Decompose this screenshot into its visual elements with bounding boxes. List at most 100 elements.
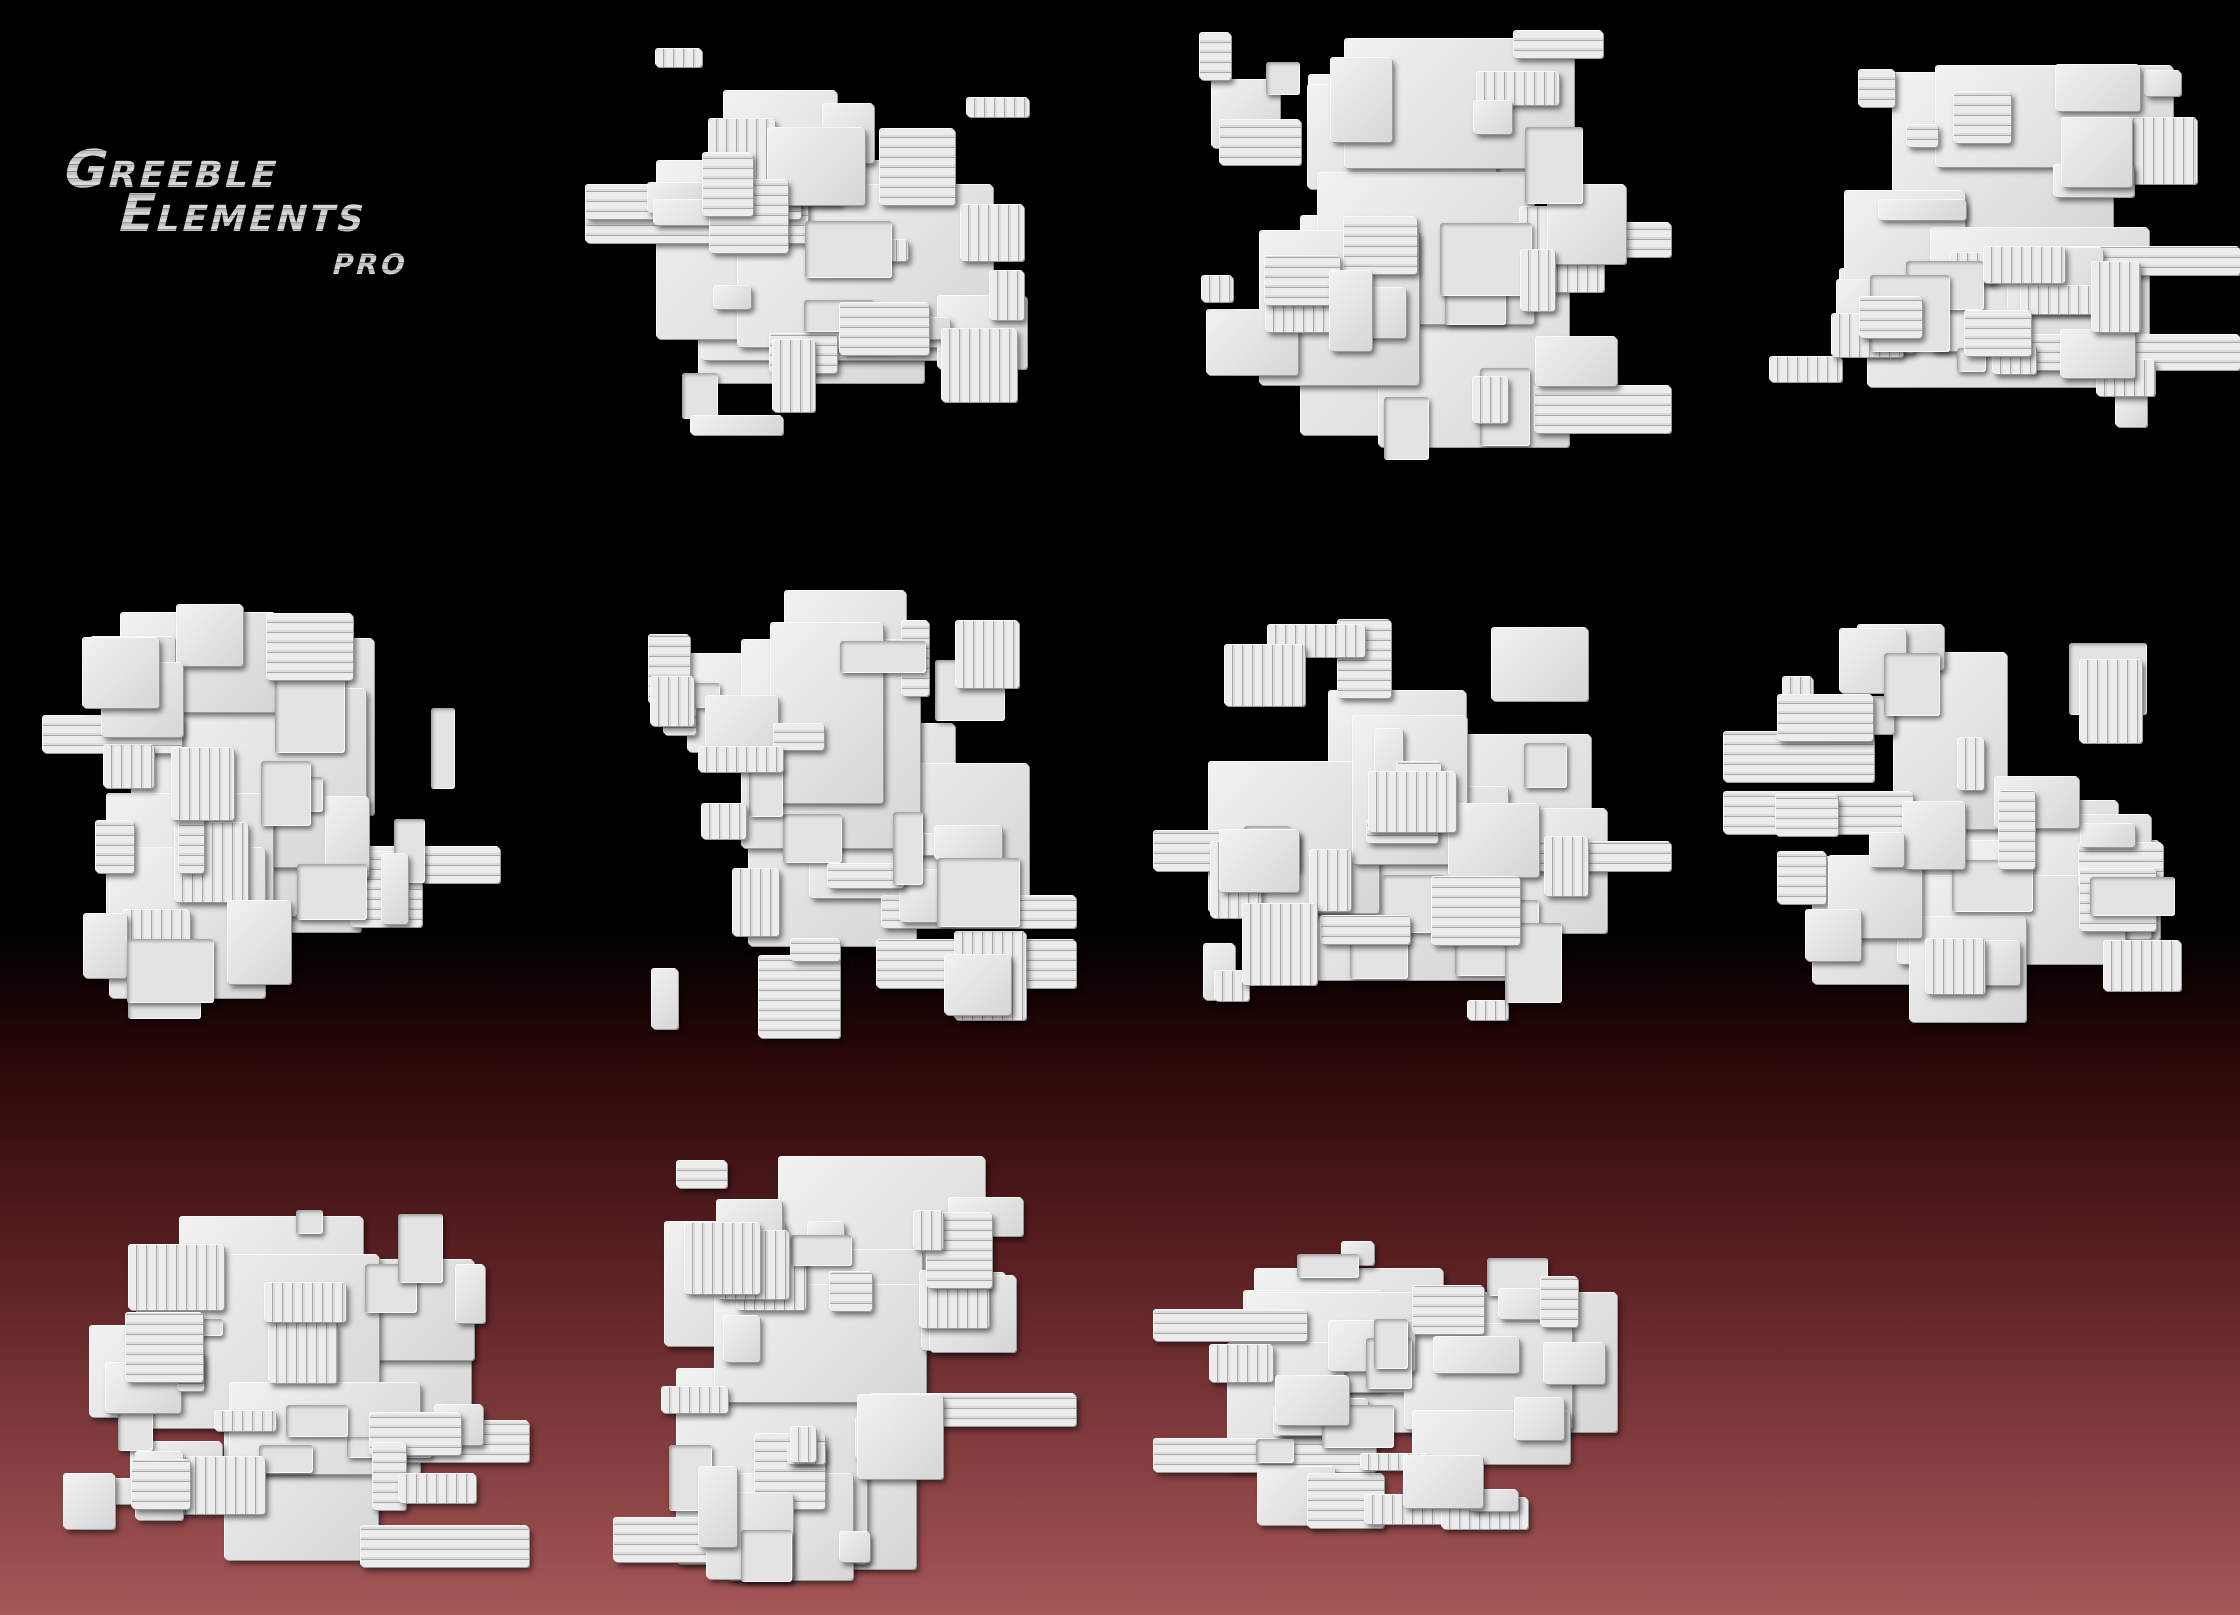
greeble-panel xyxy=(125,1313,203,1382)
greeble-panel xyxy=(266,614,353,681)
greeble-panel xyxy=(839,302,930,356)
greeble-panel xyxy=(893,812,924,885)
greeble-element-6 xyxy=(1154,586,1671,1057)
greeble-panel xyxy=(1954,92,2011,143)
greeble-panel xyxy=(1477,72,1560,106)
greeble-panel xyxy=(1983,247,2065,283)
greeble-panel xyxy=(1536,337,1617,386)
greeble-element-7 xyxy=(1724,586,2236,1050)
greeble-panel xyxy=(1219,830,1299,893)
greeble-panel xyxy=(1926,938,1986,994)
greeble-panel xyxy=(382,853,409,924)
greeble-panel xyxy=(1513,31,1603,59)
greeble-panel xyxy=(1297,1253,1359,1278)
greeble-panel xyxy=(177,1457,266,1515)
greeble-panel xyxy=(698,746,784,772)
greeble-panel xyxy=(172,747,235,821)
greeble-panel xyxy=(1309,849,1351,911)
greeble-panel xyxy=(1369,772,1457,832)
greeble-panel xyxy=(127,939,214,1003)
greeble-panel xyxy=(274,666,346,753)
greeble-panel xyxy=(1265,62,1301,96)
greeble-panel xyxy=(1219,119,1301,166)
greeble-panel xyxy=(914,1211,943,1251)
greeble-element-4 xyxy=(43,569,500,1071)
greeble-panel xyxy=(790,939,840,961)
greeble-panel xyxy=(285,1405,349,1437)
greeble-panel xyxy=(1264,256,1341,305)
greeble-panel xyxy=(804,220,893,278)
greeble-panel xyxy=(1413,1285,1485,1335)
greeble-panel xyxy=(783,813,842,864)
greeble-panel xyxy=(702,152,753,216)
greeble-panel xyxy=(650,677,694,727)
greeble-panel xyxy=(296,1210,324,1234)
greeble-panel xyxy=(942,328,1018,402)
greeble-panel xyxy=(685,1223,760,1295)
greeble-panel xyxy=(1806,910,1861,962)
greeble-panel xyxy=(1776,795,1838,837)
greeble-panel xyxy=(176,605,244,667)
greeble-element-5 xyxy=(611,561,1076,1074)
greeble-panel xyxy=(129,1244,224,1311)
greeble-panel xyxy=(132,1460,191,1510)
greeble-panel xyxy=(960,205,1025,261)
greeble-panel xyxy=(95,821,135,873)
greeble-panel xyxy=(1778,851,1827,905)
greeble-panel xyxy=(676,1160,727,1189)
greeble-panel xyxy=(2079,660,2142,744)
greeble-panel xyxy=(759,956,840,1039)
greeble-panel xyxy=(104,745,154,788)
greeble-panel xyxy=(360,1526,529,1567)
greeble-panel xyxy=(1472,376,1509,423)
greeble-panel xyxy=(1492,627,1588,701)
greeble-panel xyxy=(1383,397,1430,460)
greeble-panel xyxy=(2091,262,2141,333)
greeble-panel xyxy=(936,858,1020,928)
greeble-panel xyxy=(714,286,751,309)
greeble-panel xyxy=(1523,743,1568,789)
greeble-panel xyxy=(1330,58,1392,142)
greeble-panel xyxy=(2061,330,2136,378)
greeble-panel xyxy=(296,863,367,920)
greeble-panel xyxy=(1255,1438,1294,1463)
greeble-element-8 xyxy=(14,1186,529,1593)
greeble-panel xyxy=(829,1271,873,1312)
greeble-panel xyxy=(1958,738,1984,791)
greeble-panel xyxy=(1543,1342,1606,1385)
greeble-panel xyxy=(260,761,312,826)
logo-line-pro: pro xyxy=(328,238,415,284)
greeble-panel xyxy=(2116,393,2148,427)
greeble-panel xyxy=(1525,126,1583,205)
greeble-panel xyxy=(2144,71,2182,97)
greeble-element-3 xyxy=(1729,29,2240,464)
greeble-element-9 xyxy=(614,1133,1076,1615)
greeble-panel xyxy=(1329,271,1373,351)
greeble-panel xyxy=(1878,200,1967,221)
greeble-panel xyxy=(1225,644,1305,707)
greeble-panel xyxy=(1201,275,1234,303)
greeble-panel xyxy=(1859,70,1895,108)
greeble-panel xyxy=(268,1320,338,1383)
greeble-panel xyxy=(1448,803,1539,877)
greeble-panel xyxy=(774,723,825,751)
greeble-panel xyxy=(652,969,678,1030)
greeble-panel xyxy=(839,641,926,673)
greeble-panel xyxy=(955,620,1020,689)
greeble-panel xyxy=(1199,33,1231,81)
greeble-panel xyxy=(214,1411,277,1431)
greeble-panel xyxy=(1473,100,1512,134)
greeble-panel xyxy=(1534,385,1671,434)
greeble-panel xyxy=(990,271,1025,320)
greeble-panel xyxy=(701,804,747,840)
greeble-panel xyxy=(935,825,1002,860)
greeble-panel xyxy=(228,900,291,985)
greeble-panel xyxy=(2081,824,2135,847)
greeble-panel xyxy=(2061,117,2133,187)
greeble-panel xyxy=(879,129,955,206)
greeble-panel xyxy=(1907,124,1938,147)
greeble-element-1 xyxy=(586,26,1100,469)
greeble-panel xyxy=(1541,1277,1578,1328)
greeble-panel xyxy=(740,1529,793,1582)
greeble-elements-pro-logo: Greeble Elements pro xyxy=(32,140,542,300)
